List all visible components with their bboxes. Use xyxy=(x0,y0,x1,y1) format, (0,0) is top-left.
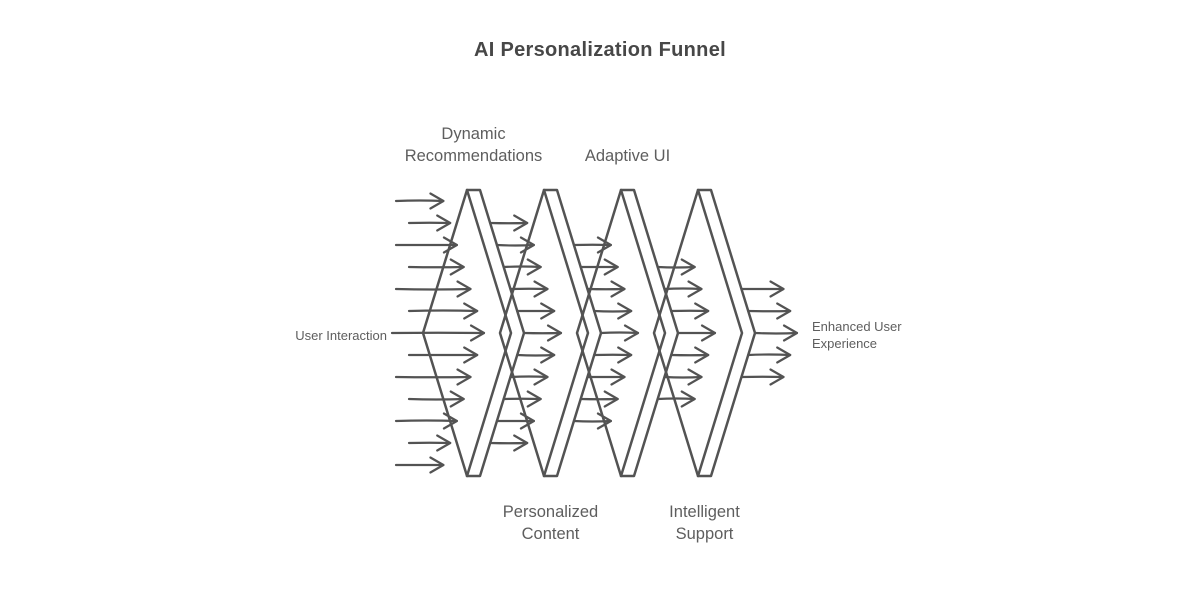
flow-arrow xyxy=(407,397,465,401)
arrowhead-icon xyxy=(429,456,445,474)
stage-label-adaptive-ui: Adaptive UI xyxy=(584,147,671,165)
flow-arrow xyxy=(407,309,479,313)
arrowhead-icon xyxy=(540,346,556,364)
flow-arrow xyxy=(747,353,792,357)
flow-arrow xyxy=(516,353,556,357)
input-label: User Interaction xyxy=(295,328,387,343)
arrowhead-icon xyxy=(687,280,703,298)
arrowhead-icon xyxy=(596,236,612,254)
arrowhead-icon xyxy=(519,236,535,254)
arrowhead-icon xyxy=(540,302,556,320)
arrowhead-icon xyxy=(776,302,792,320)
arrowhead-icon xyxy=(533,368,549,386)
arrowhead-icon xyxy=(769,368,785,386)
arrow-group-3 xyxy=(656,258,717,408)
arrowhead-icon xyxy=(782,324,799,342)
arrow-group-2 xyxy=(572,236,640,430)
arrowhead-icon xyxy=(610,368,626,386)
arrowhead-icon xyxy=(513,214,529,232)
arrowhead-icon xyxy=(429,192,445,210)
diagram-title: AI Personalization Funnel xyxy=(474,39,726,61)
arrowhead-icon xyxy=(617,302,633,320)
flow-arrow xyxy=(656,397,696,401)
arrowhead-icon xyxy=(680,390,696,408)
arrowhead-icon xyxy=(680,258,696,276)
stage-label-intelligent-support: Intelligent Support xyxy=(669,503,740,543)
flow-arrow xyxy=(502,265,542,269)
flow-arrow xyxy=(663,375,703,379)
arrowhead-icon xyxy=(776,346,792,364)
arrowhead-icon xyxy=(603,258,619,276)
arrowhead-icon xyxy=(694,346,710,364)
arrowhead-icon xyxy=(700,324,717,342)
arrowhead-icon xyxy=(769,280,785,298)
output-label: Enhanced User Experience xyxy=(812,319,902,351)
arrowhead-icon xyxy=(533,280,549,298)
arrowhead-icon xyxy=(596,412,612,430)
arrowhead-icon xyxy=(469,324,486,342)
flow-arrow xyxy=(593,309,633,313)
flow-arrow xyxy=(753,331,799,335)
arrowhead-icon xyxy=(519,412,535,430)
arrowhead-icon xyxy=(687,368,703,386)
arrowhead-icon xyxy=(449,390,465,408)
arrowhead-icon xyxy=(436,434,452,452)
arrowhead-icon xyxy=(442,236,458,254)
arrow-group-0 xyxy=(390,192,486,474)
arrowhead-icon xyxy=(526,390,542,408)
arrow-group-1 xyxy=(489,214,563,452)
arrowhead-icon xyxy=(694,302,710,320)
arrowhead-icon xyxy=(463,346,479,364)
flow-arrow xyxy=(509,375,549,379)
stage-label-dynamic-recommendations: Dynamic Recommendations xyxy=(404,125,543,165)
arrowhead-icon xyxy=(603,390,619,408)
arrowhead-icon xyxy=(463,302,479,320)
arrowhead-icon xyxy=(456,368,472,386)
arrowhead-icon xyxy=(449,258,465,276)
stage-label-personalized-content: Personalized Content xyxy=(502,503,599,543)
arrowhead-icon xyxy=(526,258,542,276)
arrowhead-icon xyxy=(442,412,458,430)
flow-arrow xyxy=(394,287,472,291)
arrowhead-icon xyxy=(546,324,563,342)
flow-arrow xyxy=(599,331,640,335)
arrowhead-icon xyxy=(513,434,529,452)
arrowhead-icon xyxy=(610,280,626,298)
flow-arrow xyxy=(394,419,458,423)
flow-arrow xyxy=(656,265,696,269)
arrowhead-icon xyxy=(623,324,640,342)
arrowhead-icon xyxy=(436,214,452,232)
arrowhead-icon xyxy=(617,346,633,364)
arrowhead-icon xyxy=(456,280,472,298)
flow-arrow xyxy=(663,287,703,291)
flow-arrow xyxy=(495,243,535,247)
flow-arrow xyxy=(394,199,445,203)
arrow-group-4 xyxy=(740,280,799,386)
flow-arrow xyxy=(572,419,612,423)
